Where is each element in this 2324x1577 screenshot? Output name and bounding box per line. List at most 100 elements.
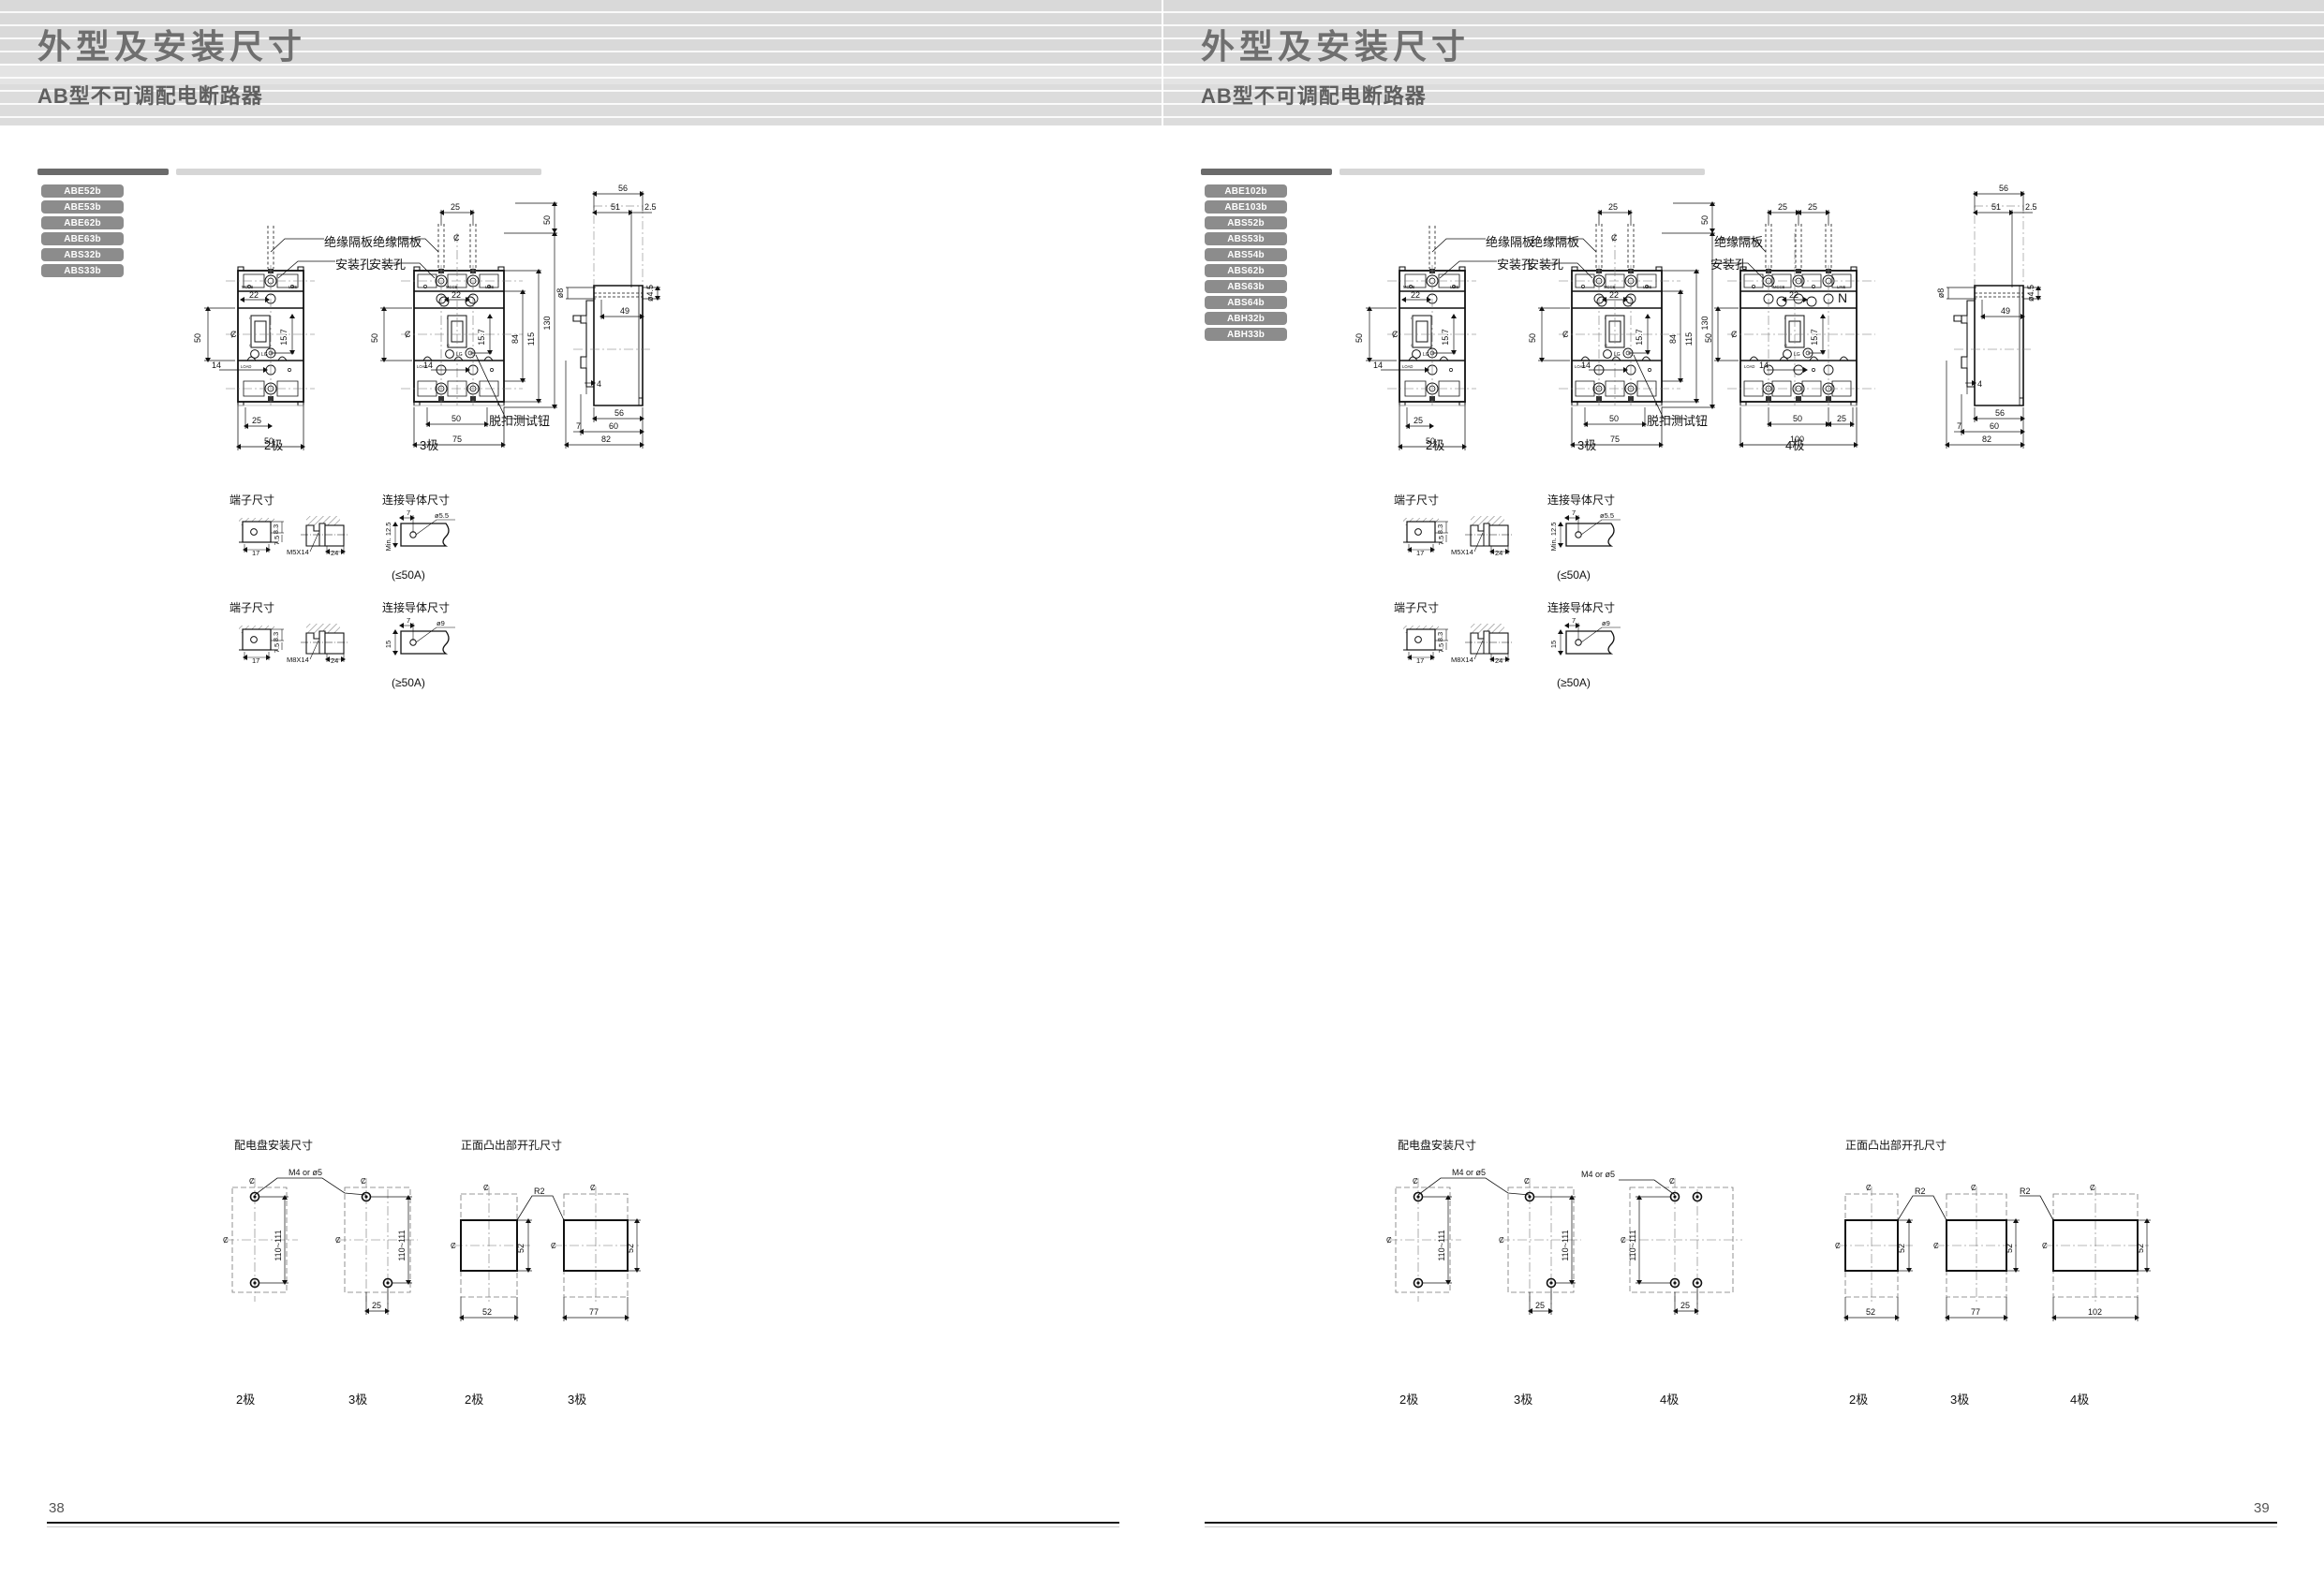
svg-text:52: 52 [482, 1307, 492, 1317]
svg-text:Ȼ: Ȼ [1611, 233, 1618, 243]
model-badge[interactable]: ABE63b [41, 232, 124, 245]
page-number-right: 39 [2254, 1500, 2270, 1516]
svg-text:110~111: 110~111 [1437, 1230, 1446, 1260]
svg-text:56: 56 [614, 408, 624, 418]
footer-rule2-left [47, 1526, 1119, 1527]
svg-text:ø5.5: ø5.5 [1600, 511, 1614, 520]
svg-text:LG: LG [261, 352, 268, 358]
svg-text:Ȼ: Ȼ [590, 1184, 596, 1192]
svg-text:M8X14: M8X14 [287, 656, 309, 664]
footer-rule-right [1205, 1522, 2277, 1524]
svg-text:22: 22 [249, 290, 259, 300]
header-stripes-r [1162, 0, 2324, 125]
svg-text:51: 51 [611, 202, 620, 212]
svg-text:25: 25 [1608, 202, 1618, 212]
footer-rule2-right [1205, 1526, 2277, 1527]
svg-text:75: 75 [1610, 435, 1620, 444]
terminal-dim-drawing-1-right: 17 8.3 7.5 M5X14 24 [1394, 510, 1525, 567]
svg-text:25: 25 [1778, 202, 1787, 212]
svg-text:Ȼ: Ȼ [1866, 1184, 1872, 1192]
svg-text:LOAD: LOAD [1575, 364, 1585, 369]
svg-text:7: 7 [1572, 508, 1576, 517]
svg-text:115: 115 [526, 332, 536, 346]
svg-text:Ȼ: Ȼ [361, 1177, 366, 1186]
model-badge[interactable]: ABS33b [41, 264, 124, 277]
svg-text:Ȼ: Ȼ [451, 1242, 456, 1250]
svg-text:50: 50 [451, 414, 461, 423]
svg-text:Ȼ: Ȼ [335, 1236, 341, 1245]
callout-insulation-barrier-2p: 绝缘隔板 [324, 235, 374, 249]
model-badge[interactable]: ABH32b [1205, 312, 1287, 325]
svg-text:15.7: 15.7 [1635, 329, 1644, 346]
conductor-note-2-right: (≥50A) [1557, 676, 1591, 689]
svg-text:Ȼ: Ȼ [551, 1242, 556, 1250]
svg-text:O: O [447, 344, 450, 347]
svg-text:82: 82 [601, 435, 611, 444]
caption-3pole-left: 3极 [420, 438, 439, 452]
svg-text:110~111: 110~111 [397, 1230, 407, 1260]
callout-insulation-barrier-3p-right: 绝缘隔板 [1531, 235, 1580, 249]
svg-text:LOAD: LOAD [1402, 364, 1413, 369]
svg-text:22: 22 [1789, 290, 1799, 300]
svg-text:110~111: 110~111 [1561, 1230, 1570, 1260]
callout-trip-test-button-right: 脱扣测试钮 [1647, 414, 1709, 428]
model-badge[interactable]: ABE52b [41, 184, 124, 198]
svg-text:7: 7 [1957, 421, 1961, 431]
svg-text:17: 17 [1416, 549, 1424, 557]
svg-text:M4 or ø5: M4 or ø5 [1581, 1170, 1615, 1179]
svg-text:130: 130 [1700, 316, 1710, 330]
page-header-left [0, 0, 1162, 125]
svg-text:ø5.5: ø5.5 [435, 511, 449, 520]
svg-text:25: 25 [252, 416, 261, 425]
svg-text:100: 100 [1790, 435, 1804, 444]
model-badge[interactable]: ABS62b [1205, 264, 1287, 277]
model-badge[interactable]: ABE62b [41, 216, 124, 229]
svg-text:25: 25 [1414, 416, 1423, 425]
model-badge[interactable]: ABE53b [41, 200, 124, 214]
model-badge[interactable]: ABS53b [1205, 232, 1287, 245]
svg-text:50: 50 [1426, 436, 1435, 446]
svg-text:14: 14 [1373, 361, 1383, 370]
svg-text:MCCB: MCCB [446, 285, 458, 289]
model-badge[interactable]: ABH33b [1205, 328, 1287, 341]
model-badge[interactable]: ABS63b [1205, 280, 1287, 293]
model-badge[interactable]: ABS52b [1205, 216, 1287, 229]
svg-text:O: O [249, 344, 252, 347]
svg-text:17: 17 [252, 656, 259, 665]
model-badge[interactable]: ABS64b [1205, 296, 1287, 309]
model-badge[interactable]: ABS54b [1205, 248, 1287, 261]
svg-text:ø8: ø8 [555, 288, 565, 299]
svg-text:Ȼ: Ȼ [1413, 1177, 1418, 1186]
svg-text:50: 50 [1793, 414, 1802, 423]
front-cutout-caption-3p-left: 3极 [568, 1393, 587, 1407]
svg-text:52: 52 [2005, 1244, 2014, 1253]
callout-mounting-hole-2p: 安装孔 [335, 258, 373, 272]
rail-bar-light-r [1340, 169, 1705, 175]
svg-text:MCCB: MCCB [242, 285, 254, 289]
panel-mount-caption-4p-right: 4极 [1660, 1393, 1680, 1407]
model-badge[interactable]: ABS32b [41, 248, 124, 261]
callout-insulation-barrier-3p: 绝缘隔板 [373, 235, 422, 249]
rail-bar-light [176, 169, 541, 175]
svg-text:50: 50 [1700, 215, 1710, 225]
callout-mounting-hole-3p: 安装孔 [369, 258, 407, 272]
svg-text:14: 14 [1581, 361, 1591, 370]
model-badge[interactable]: ABE103b [1205, 200, 1287, 214]
svg-text:7.5: 7.5 [1437, 643, 1445, 653]
svg-text:8.3: 8.3 [272, 632, 280, 641]
caption-4pole: 4极 [1785, 438, 1805, 452]
svg-text:LOAD: LOAD [417, 364, 427, 369]
svg-text:MCCB: MCCB [1604, 285, 1616, 289]
svg-text:O: O [1411, 344, 1414, 347]
svg-text:ø9: ø9 [1602, 619, 1610, 627]
conductor-note-1: (≤50A) [392, 568, 425, 582]
model-badge[interactable]: ABE102b [1205, 184, 1287, 198]
svg-text:60: 60 [609, 421, 618, 431]
svg-text:Ȼ: Ȼ [1669, 1177, 1675, 1186]
front-view-3pole-right: MCCB LINE LOAD LG I O 50 Ȼ 15.7 22 14 25… [1523, 184, 1785, 465]
page-number-left: 38 [49, 1500, 65, 1516]
svg-text:LINE: LINE [289, 285, 298, 289]
conductor-note-1-right: (≤50A) [1557, 568, 1591, 582]
svg-text:LOAD: LOAD [241, 364, 251, 369]
